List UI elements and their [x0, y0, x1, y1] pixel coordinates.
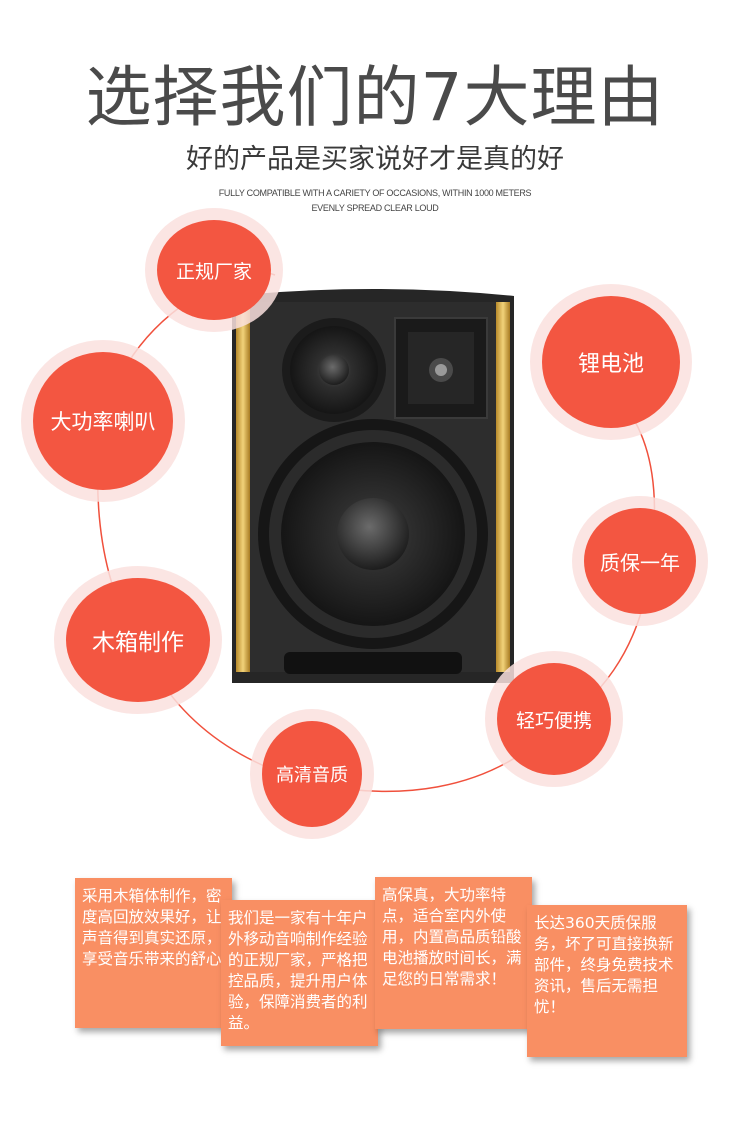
page-subtitle: 好的产品是买家说好才是真的好: [186, 144, 564, 175]
feature-label: 大功率喇叭: [50, 410, 156, 434]
card-text: 高保真，大功率特点，适合室内外使用，内置高品质铅酸电池播放时间长，满足您的日常需…: [382, 886, 522, 988]
card-text: 我们是一家有十年户外移动音响制作经验的正规厂家，严格把控品质，提升用户体验，保障…: [228, 909, 368, 1032]
feature-label: 质保一年: [600, 550, 680, 575]
card-text: 长达360天质保服务，坏了可直接换新部件，终身免费技术资讯，售后无需担忧！: [534, 914, 674, 1016]
feature-circle-factory: 正规厂家: [157, 220, 271, 320]
info-card-wood-box: 采用木箱体制作，密度高回放效果好，让声音得到真实还原，享受音乐带来的舒心: [75, 878, 232, 1028]
page-title: 选择我们的7大理由: [85, 59, 665, 136]
feature-circle-hd-sound: 高清音质: [262, 721, 362, 827]
feature-circle-wood-cabinet: 木箱制作: [66, 578, 210, 702]
feature-label: 锂电池: [577, 352, 644, 377]
info-card-experience: 我们是一家有十年户外移动音响制作经验的正规厂家，严格把控品质，提升用户体验，保障…: [221, 900, 378, 1046]
feature-circle-one-year-warranty: 质保一年: [584, 508, 696, 614]
info-card-hifi: 高保真，大功率特点，适合室内外使用，内置高品质铅酸电池播放时间长，满足您的日常需…: [375, 877, 532, 1029]
feature-circle-lightweight: 轻巧便携: [497, 663, 611, 775]
speaker-cabinet-image: [232, 289, 514, 683]
feature-label: 木箱制作: [92, 630, 184, 656]
feature-label: 高清音质: [276, 765, 348, 786]
info-card-warranty-service: 长达360天质保服务，坏了可直接换新部件，终身免费技术资讯，售后无需担忧！: [527, 905, 687, 1057]
english-tagline-2: EVENLY SPREAD CLEAR LOUD: [311, 203, 439, 213]
feature-circle-high-power-horn: 大功率喇叭: [33, 352, 173, 490]
feature-label: 轻巧便携: [515, 709, 592, 732]
english-tagline-1: FULLY COMPATIBLE WITH A CARIETY OF OCCAS…: [218, 188, 532, 198]
card-text: 采用木箱体制作，密度高回放效果好，让声音得到真实还原，享受音乐带来的舒心: [82, 887, 222, 968]
feature-label: 正规厂家: [175, 260, 252, 283]
feature-circle-lithium-battery: 锂电池: [542, 296, 680, 428]
